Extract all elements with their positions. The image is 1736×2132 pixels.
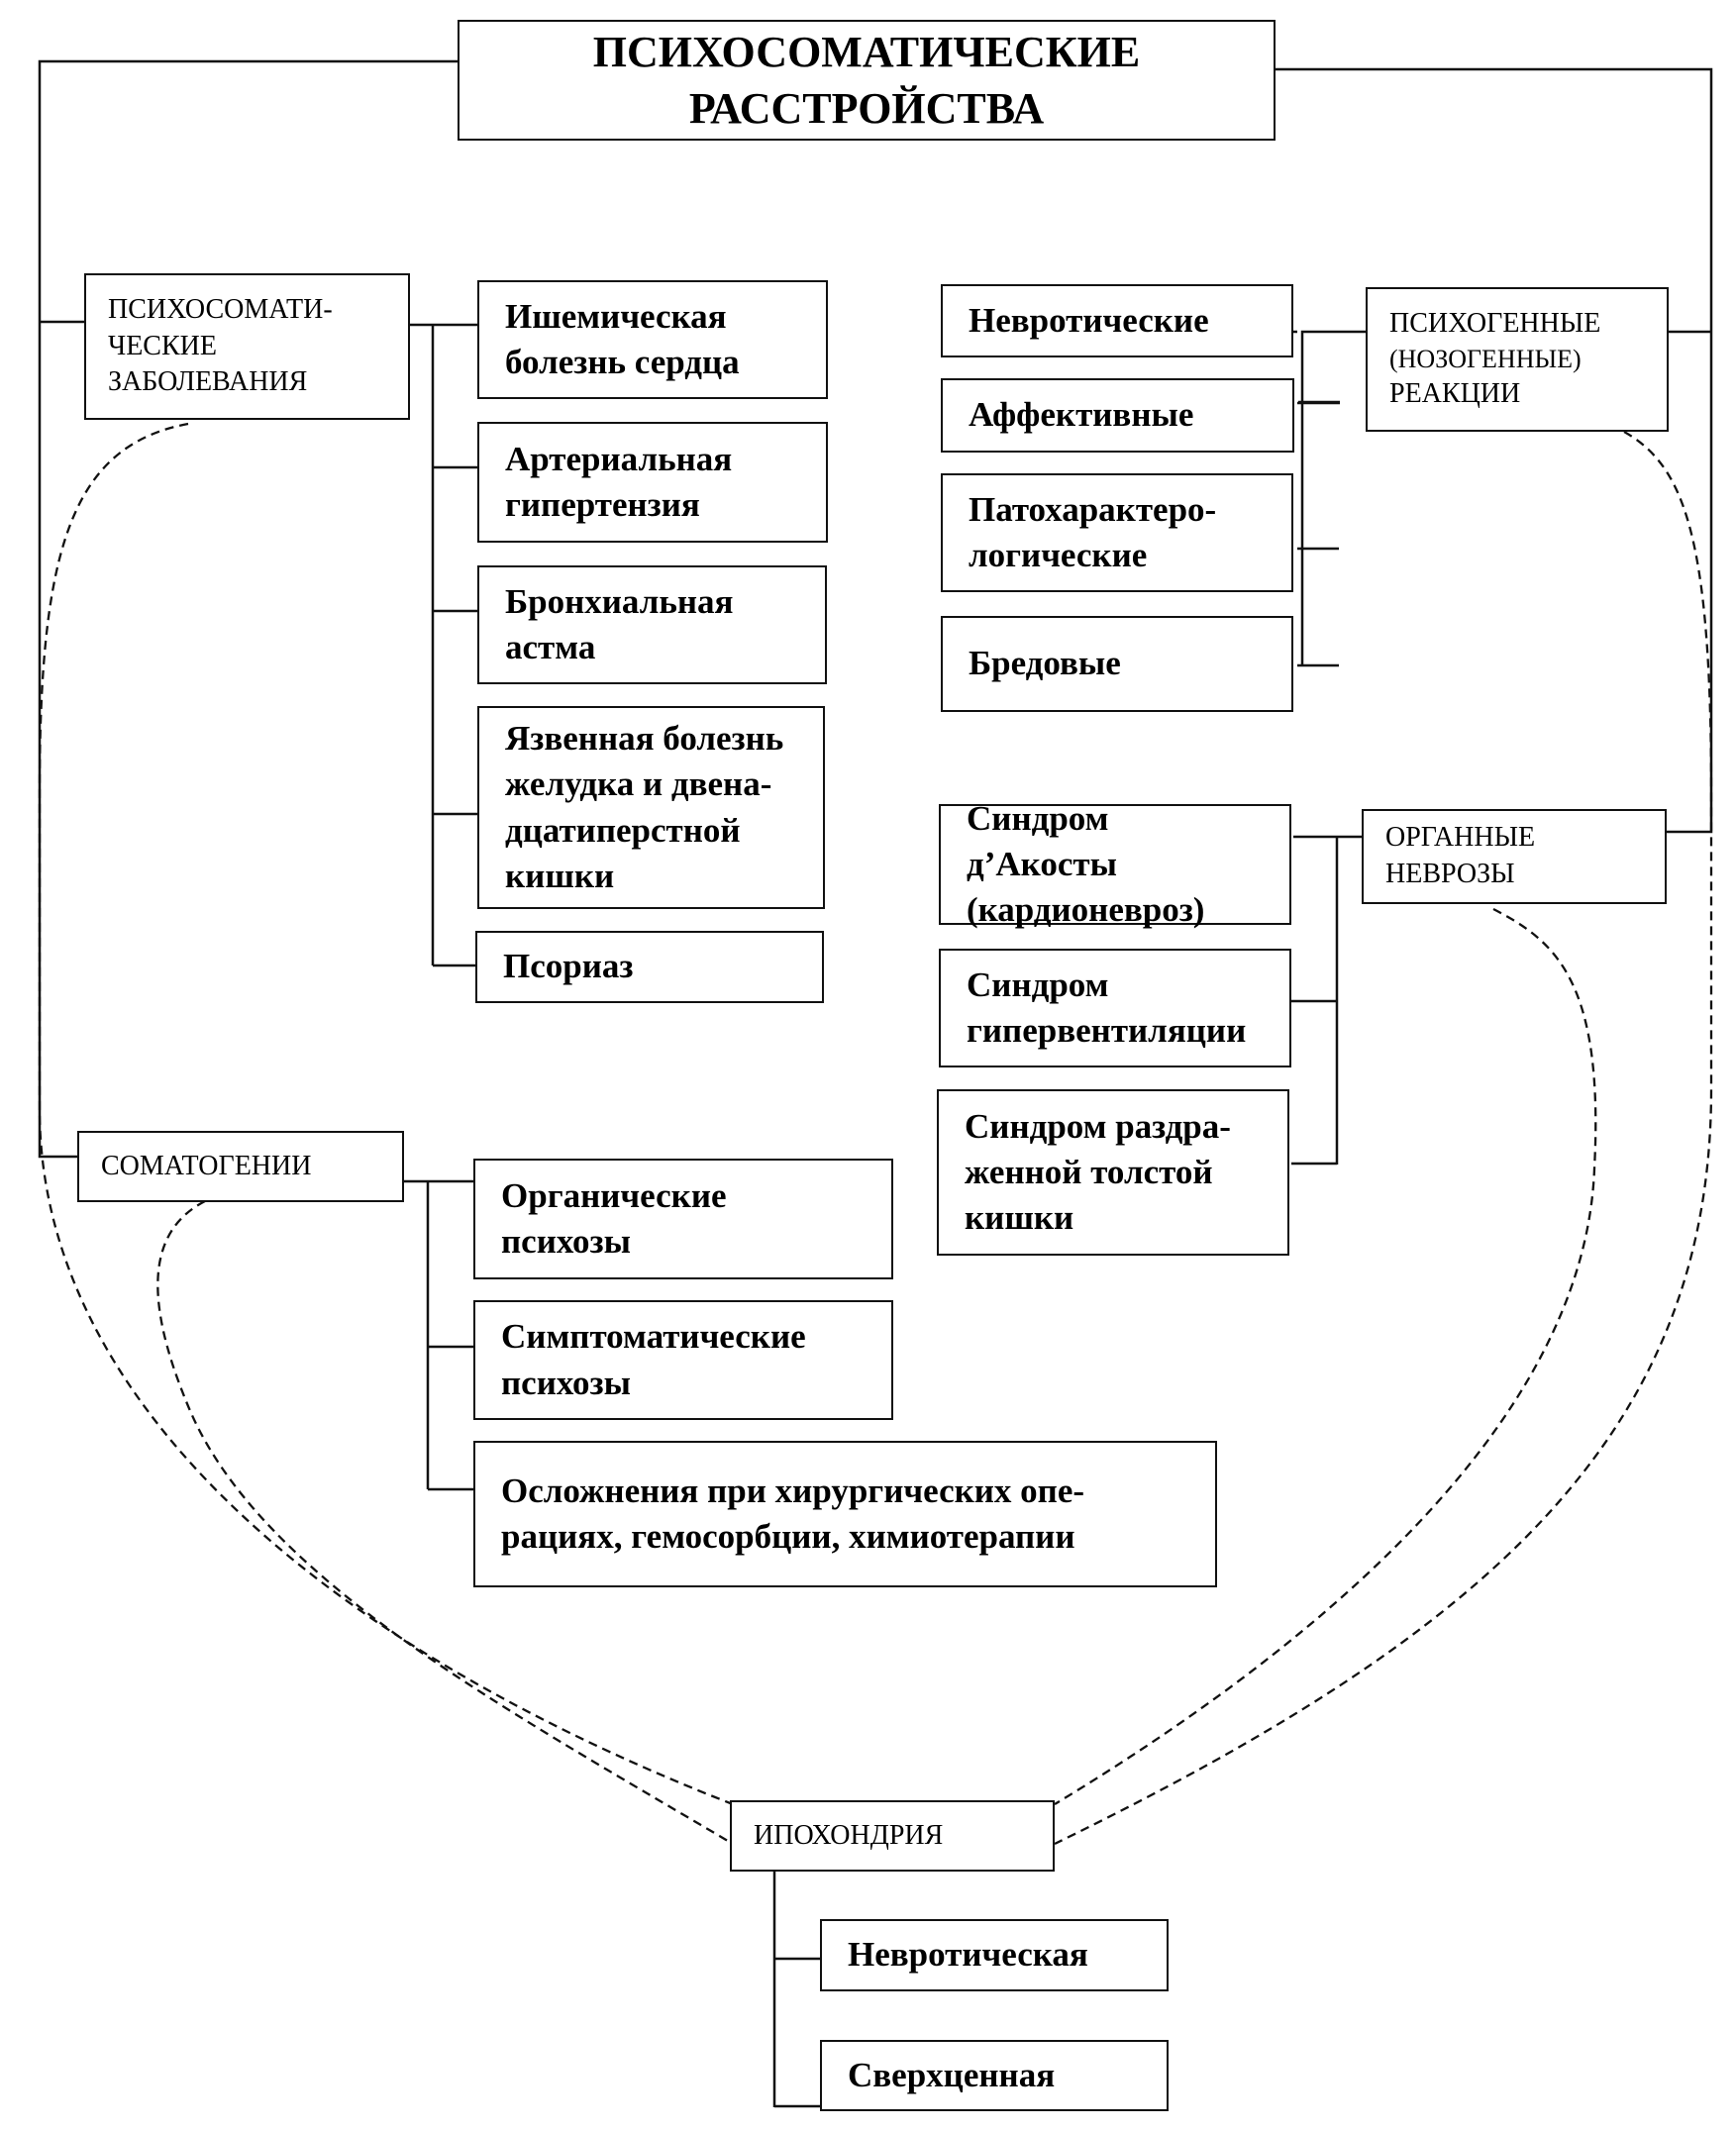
neurotic-reactions-box: Невротические [941,284,1293,357]
organic-psychoses-box: Органические психозы [473,1159,893,1279]
dashed-somatogenies-to-hypochondria [156,1199,734,1845]
bracket-psychogenic-items [1293,330,1366,667]
arterial-hypertension-box: Артериальная гипертензия [477,422,828,543]
bracket-somatogenies-items [404,1179,473,1491]
bronchial-asthma-box: Бронхиальная астма [477,565,827,684]
psychogenic-label: ПСИХОГЕННЫЕ [1389,307,1601,339]
dashed-psychosomatic-to-hypochondria [38,422,734,1806]
peptic-ulcer-box: Язвенная болезнь желудка и двена- дцатип… [477,706,825,909]
page-title: ПСИХОСОМАТИЧЕСКИЕ РАССТРОЙСТВА [458,20,1276,141]
da-costa-syndrome-box: Синдром д’Акосты (кардионевроз) [939,799,1291,929]
dashed-organ-neuroses-to-hypochondria [1054,907,1597,1805]
pathocharacterological-reactions-box: Патохарактеро- логические [941,473,1293,592]
psychogenic-reactions-box: ПСИХОГЕННЫЕ (НОЗОГЕННЫЕ) РЕАКЦИИ [1366,287,1669,432]
psoriasis-box: Псориаз [475,931,824,1003]
surgical-complications-box: Осложнения при хирургических опе- рациях… [473,1441,1217,1587]
neurotic-hypochondria-box: Невротическая [820,1919,1169,1991]
hypochondria-box: ИПОХОНДРИЯ [730,1800,1055,1872]
irritable-bowel-syndrome-box: Синдром раздра- женной толстой кишки [937,1089,1289,1256]
delusional-reactions-box: Бредовые [941,616,1293,712]
hyperventilation-syndrome-box: Синдром гипервентиляции [939,949,1291,1067]
bracket-organ-neuroses-items [1291,835,1362,1166]
reactions-label: РЕАКЦИИ [1389,378,1521,410]
psychosomatic-diseases-box: ПСИХОСОМАТИ- ЧЕСКИЕ ЗАБОЛЕВАНИЯ [84,273,410,420]
connector-title-right [1276,67,1713,834]
symptomatic-psychoses-box: Симптоматические психозы [473,1300,893,1420]
organ-neuroses-box: ОРГАННЫЕ НЕВРОЗЫ [1362,809,1667,904]
overvalued-hypochondria-box: Сверхценная [820,2040,1169,2111]
bracket-hypochondria-items [772,1872,820,2108]
nosogenic-label: (НОЗОГЕННЫЕ) [1389,344,1582,373]
connector-title-left [38,59,458,1159]
somatogenies-box: СОМАТОГЕНИИ [77,1131,404,1202]
ischemic-heart-disease-box: Ишемическая болезнь сердца [477,280,828,399]
dashed-psychogenic-to-hypochondria [1054,430,1713,1846]
bracket-psychosomatic-items [410,323,477,967]
affective-reactions-box: Аффективные [941,378,1294,453]
